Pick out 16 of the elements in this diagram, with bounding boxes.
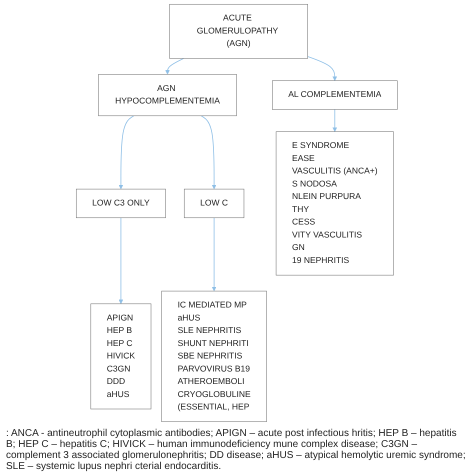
- arrow: [118, 115, 134, 190]
- node-box: LOW C: [184, 188, 244, 218]
- node-box: IC MEDIATED MP aHUS SLE NEPHRITIS SHUNT NEPHRITI SBE NEPHRITIS PARVOVIRUS B19 ATHEROEMBOLI CRYOGLOBULINE (ESSENTIAL, HEP: [162, 290, 268, 422]
- arrow: [200, 115, 217, 190]
- arrow: [165, 58, 184, 75]
- arrow: [118, 217, 124, 304]
- arrow: [212, 217, 217, 292]
- node-box: LOW C3 ONLY: [76, 188, 166, 218]
- arrow: [332, 109, 338, 132]
- node-box: ACUTE GLOMERULOPATHY (AGN): [170, 4, 308, 59]
- node-box: AL COMPLEMENTEMIA: [272, 80, 398, 110]
- arrow: [307, 56, 338, 81]
- node-box: E SYNDROME EASE VASCULITIS (ANCA+) S NODOSA NLEIN PURPURA THY CESS VITY VASCULITIS GN 19 NEPHRITIS: [276, 131, 394, 276]
- footnote-text: : ANCA - antineutrophil cytoplasmic antibodies; APIGN – acute post infectious hritis; HEP B – hepatitis B; HEP C – hepatitis C; HIVICK – human immunodeficiency mune complex disease; C3GN – complement 3 associated glomerulonephritis; DD disease; aHUS – atypical hemolytic uremic syndrome; SLE – systemic lupus nephri cterial endocarditis.: [6, 428, 467, 472]
- node-box: AGN HYPOCOMPLEMENTEMIA: [98, 74, 238, 116]
- node-box: APIGN HEP B HEP C HIVICK C3GN DDD aHUS: [90, 304, 152, 410]
